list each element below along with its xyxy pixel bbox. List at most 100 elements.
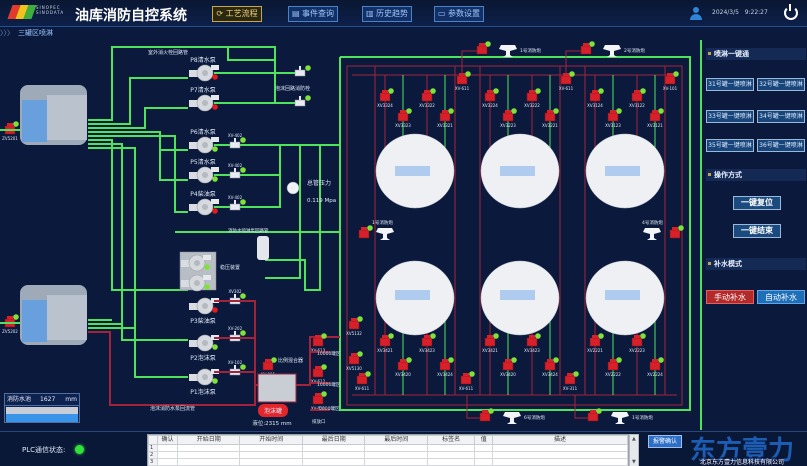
table-row[interactable]: 1: [148, 444, 628, 452]
spray-valve-icon[interactable]: [589, 337, 601, 347]
spray-valve-icon[interactable]: [649, 112, 661, 122]
col-start-time[interactable]: 开始时间: [239, 435, 303, 445]
left-tank-valve-1-icon[interactable]: [348, 320, 360, 330]
valve-tag: XV302: [228, 289, 242, 294]
valve-tag: XV-613: [311, 348, 326, 353]
col-last-time[interactable]: 最后时间: [364, 435, 428, 445]
spray-valve-icon[interactable]: [421, 92, 433, 102]
valve-actuator-icon: [482, 410, 488, 413]
col-value[interactable]: 值: [474, 435, 493, 445]
spray-valve-icon[interactable]: [631, 337, 643, 347]
tank-35-spray-button[interactable]: 35号罐一键喷淋: [706, 139, 754, 152]
valve-actuator-icon: [505, 110, 511, 113]
tank-31-spray-button[interactable]: 31号罐一键喷淋: [706, 78, 754, 91]
nav-event-query[interactable]: ▤ 事件查询: [288, 6, 338, 22]
left-tank-valve-2-icon[interactable]: [348, 355, 360, 365]
tank-36-spray-button[interactable]: 36号罐一键喷淋: [757, 139, 805, 152]
nav-history-trend[interactable]: ▥ 历史趋势: [362, 6, 412, 22]
bottom-header-valve-1-icon[interactable]: [356, 375, 368, 385]
col-ack[interactable]: 确认: [157, 435, 178, 445]
fire-monitor-5-icon[interactable]: [503, 412, 521, 424]
valve-stem-icon: [234, 168, 236, 172]
nav-process-flow[interactable]: ⟳ 工艺流程: [212, 6, 262, 22]
spray-valve-icon[interactable]: [526, 92, 538, 102]
pipe-p4-suction: [88, 135, 188, 213]
header-valve-2-icon[interactable]: [560, 75, 572, 85]
tank-32-spray-button[interactable]: 32号罐一键喷淋: [757, 78, 805, 91]
valve-tag: XV3222: [524, 103, 540, 108]
table-row[interactable]: 3: [148, 458, 628, 466]
mixer-valve-icon[interactable]: [262, 361, 274, 371]
water-tank-lower-level: [22, 300, 47, 342]
user-icon[interactable]: [690, 7, 702, 21]
pump-inlet-icon: [189, 142, 201, 149]
col-desc[interactable]: 描述: [492, 435, 628, 445]
manual-valve-1-icon[interactable]: [294, 69, 306, 77]
bottom-header-valve-3-icon[interactable]: [564, 375, 576, 385]
fire-monitor-4-icon[interactable]: [643, 228, 661, 240]
spray-valve-icon[interactable]: [607, 112, 619, 122]
col-last-date[interactable]: 最后日期: [301, 435, 366, 445]
pump-valve-p4-icon[interactable]: [229, 203, 241, 211]
alarm-table[interactable]: 确认 开始日期 开始时间 最后日期 最后时间 标签名 值 描述 1 2 3: [147, 434, 629, 466]
valve-tag: XV3121: [647, 123, 663, 128]
valve-actuator-icon: [505, 359, 511, 362]
fire-monitor-1-icon[interactable]: [499, 45, 517, 57]
monitor-valve-5-icon[interactable]: [479, 412, 491, 422]
spray-valve-icon[interactable]: [484, 92, 496, 102]
monitor-valve-3-icon[interactable]: [358, 229, 370, 239]
spray-valve-icon[interactable]: [397, 112, 409, 122]
spray-valve-icon[interactable]: [631, 92, 643, 102]
monitor-valve-4-icon[interactable]: [669, 229, 681, 239]
fire-monitor-2-icon[interactable]: [603, 45, 621, 57]
spray-valve-icon[interactable]: [544, 112, 556, 122]
table-row[interactable]: 2: [148, 451, 628, 459]
valve-actuator-icon: [672, 227, 678, 230]
pump-valve-p6-icon[interactable]: [229, 141, 241, 149]
spray-valve-icon[interactable]: [544, 361, 556, 371]
header-valve-3-icon[interactable]: [664, 75, 676, 85]
monitor-label: 1号消防炮: [520, 47, 541, 54]
spray-valve-icon[interactable]: [607, 361, 619, 371]
nav-param-settings[interactable]: ▭ 参数设置: [434, 6, 484, 22]
one-key-reset-button[interactable]: 一键复位: [733, 196, 781, 210]
table-scrollbar[interactable]: ▲▼: [629, 434, 639, 466]
tank-33-spray-button[interactable]: 33号罐一键喷淋: [706, 110, 754, 123]
spray-valve-icon[interactable]: [379, 337, 391, 347]
spray-valve-icon[interactable]: [649, 361, 661, 371]
spray-valve-icon[interactable]: [421, 337, 433, 347]
col-tag[interactable]: 标签名: [426, 435, 476, 445]
feed-valve-613-icon[interactable]: [312, 337, 324, 347]
auto-refill-button[interactable]: 自动补水: [757, 290, 805, 304]
spray-valve-icon[interactable]: [397, 361, 409, 371]
power-icon[interactable]: [784, 4, 798, 20]
spray-valve-icon[interactable]: [526, 337, 538, 347]
fire-monitor-3-icon[interactable]: [376, 228, 394, 240]
monitor-valve-2-icon[interactable]: [580, 45, 592, 55]
col-start-date[interactable]: 开始日期: [176, 435, 241, 445]
fire-monitor-6-icon[interactable]: [611, 412, 629, 424]
monitor-label: 2号消防炮: [624, 47, 645, 54]
spray-valve-icon[interactable]: [439, 361, 451, 371]
spray-valve-icon[interactable]: [589, 92, 601, 102]
pump-valve-p5-icon[interactable]: [229, 171, 241, 179]
outdoor-pipe-label: 室外消火栓回路管: [148, 49, 188, 56]
feed-valve-611-icon[interactable]: [312, 395, 324, 405]
manual-valve-2-icon[interactable]: [294, 99, 306, 107]
spray-valve-icon[interactable]: [484, 337, 496, 347]
manual-refill-button[interactable]: 手动补水: [706, 290, 754, 304]
header-valve-1-icon[interactable]: [456, 75, 468, 85]
alarm-ack-button[interactable]: 报警确认: [648, 435, 682, 448]
valve-tag: XV3423: [524, 348, 540, 353]
mixer-icon: [257, 373, 297, 403]
spray-valve-icon[interactable]: [379, 92, 391, 102]
spray-valve-icon[interactable]: [439, 112, 451, 122]
tank-34-spray-button[interactable]: 34号罐一键喷淋: [757, 110, 805, 123]
feed-valve-612-icon[interactable]: [312, 368, 324, 378]
spray-valve-icon[interactable]: [502, 112, 514, 122]
one-key-end-button[interactable]: 一键结束: [733, 224, 781, 238]
monitor-valve-1-icon[interactable]: [476, 45, 488, 55]
spray-valve-icon[interactable]: [502, 361, 514, 371]
bottom-header-valve-2-icon[interactable]: [460, 375, 472, 385]
monitor-valve-6-icon[interactable]: [587, 412, 599, 422]
